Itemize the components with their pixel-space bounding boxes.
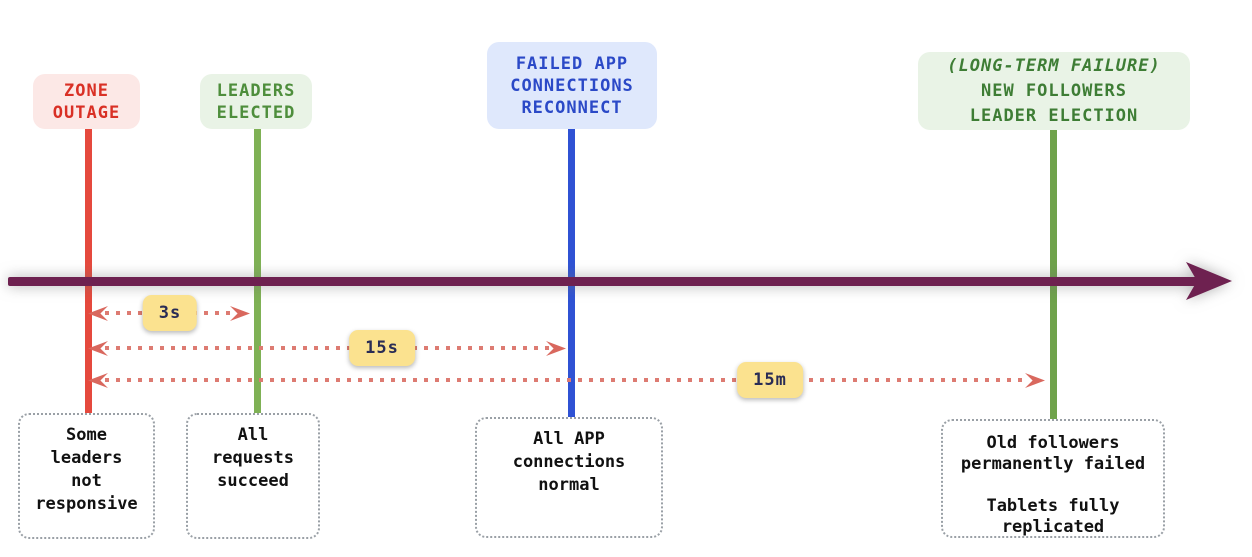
note-all-requests-succeed: All requests succeed	[186, 413, 320, 539]
duration-arrow-15m: 15m	[88, 362, 1045, 398]
dotted-line	[105, 346, 549, 350]
note-some-leaders-not-responsive: Some leaders not responsive	[18, 413, 155, 539]
event-label-long-term-failure-rest: NEW FOLLOWERS LEADER ELECTION	[969, 80, 1139, 126]
duration-arrow-15s: 15s	[88, 330, 566, 366]
arrowhead-right-icon	[1025, 373, 1045, 388]
duration-badge-15m: 15m	[737, 362, 803, 398]
timeline-arrowhead-icon	[1186, 262, 1232, 300]
event-label-long-term-failure: (LONG-TERM FAILURE) NEW FOLLOWERS LEADER…	[918, 52, 1190, 130]
event-label-leaders-elected: LEADERS ELECTED	[200, 74, 312, 129]
duration-badge-3s: 3s	[142, 295, 198, 331]
event-label-zone-outage: ZONE OUTAGE	[33, 74, 140, 129]
note-old-followers-failed-tablets-replicated: Old followers permanently failed Tablets…	[941, 419, 1165, 538]
event-label-long-term-failure-italic: (LONG-TERM FAILURE)	[947, 55, 1161, 76]
event-label-failed-app-connections: FAILED APP CONNECTIONS RECONNECT	[487, 42, 657, 129]
dotted-line	[105, 378, 1028, 382]
duration-badge-15s: 15s	[349, 330, 415, 366]
arrowhead-right-icon	[546, 341, 566, 356]
note-all-app-connections-normal: All APP connections normal	[475, 417, 663, 538]
event-line-zone-outage	[85, 127, 92, 415]
event-line-failed-app-connections	[568, 128, 575, 417]
event-line-long-term-failure	[1050, 129, 1057, 419]
duration-arrow-3s: 3s	[88, 295, 250, 331]
event-line-leaders-elected	[254, 127, 261, 415]
arrowhead-right-icon	[230, 306, 250, 321]
timeline-bar	[8, 277, 1200, 286]
